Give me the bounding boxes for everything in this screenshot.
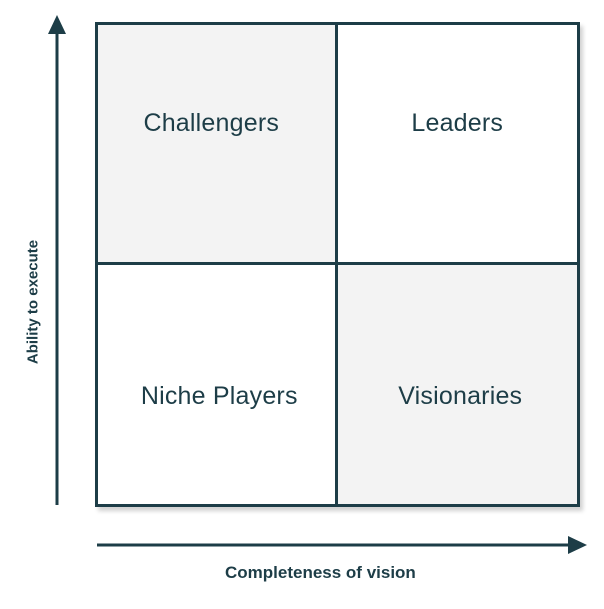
quadrant-grid: Challengers Leaders Niche Players Vision… xyxy=(95,22,580,507)
quadrant-label-visionaries: Visionaries xyxy=(398,381,523,410)
quadrant-challengers: Challengers xyxy=(98,25,338,265)
quadrant-label-challengers: Challengers xyxy=(143,108,280,137)
x-axis-arrowhead xyxy=(568,536,587,554)
quadrant-niche-players: Niche Players xyxy=(98,264,338,504)
quadrant-label-niche-players: Niche Players xyxy=(140,381,298,410)
x-axis-label: Completeness of vision xyxy=(225,563,416,582)
quadrant-visionaries: Visionaries xyxy=(337,264,577,504)
y-axis-label: Ability to execute xyxy=(24,239,42,365)
quadrant-leaders: Leaders xyxy=(337,25,577,265)
y-axis-arrowhead xyxy=(48,15,66,34)
quadrant-label-leaders: Leaders xyxy=(411,108,504,137)
